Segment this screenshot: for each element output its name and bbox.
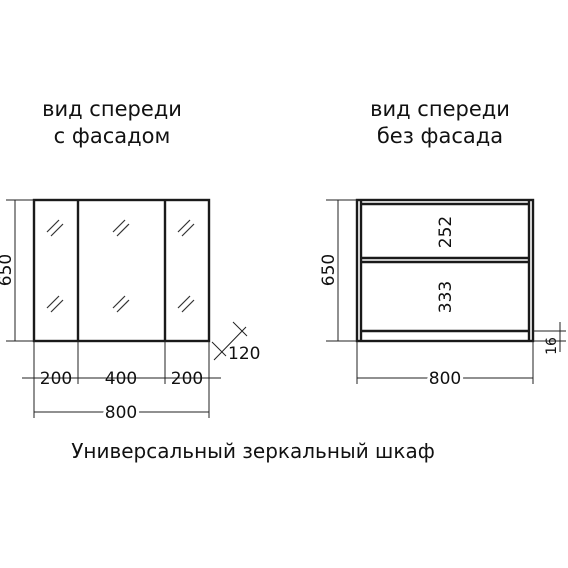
right-title-line1: вид спереди	[370, 97, 510, 121]
left-title-line1: вид спереди	[42, 97, 182, 121]
board-thickness-label: 16	[544, 337, 560, 355]
depth-dimension: 120	[211, 321, 260, 364]
depth-label: 120	[228, 344, 260, 364]
section-width-dimensions: 200 400 200	[22, 341, 221, 418]
right-total-width-dimension: 800	[356, 341, 534, 392]
cabinet-without-facade: 252 333	[355, 198, 535, 343]
right-total-width-label: 800	[429, 369, 461, 389]
right-title-line2: без фасада	[377, 124, 503, 148]
right-height-label: 650	[319, 254, 339, 286]
board-thickness-dimension: 16	[533, 322, 566, 355]
lower-shelf-label: 333	[436, 281, 456, 313]
right-section-label: 200	[171, 369, 203, 389]
left-height-dimension: 650	[0, 199, 34, 342]
left-total-width-dimension: 800	[34, 400, 209, 426]
left-total-width-label: 800	[105, 403, 137, 423]
left-height-label: 650	[0, 254, 16, 286]
cabinet-with-facade	[32, 198, 211, 343]
mirror-reflection-marks	[46, 219, 195, 313]
center-section-label: 400	[105, 369, 137, 389]
cabinet-outline	[32, 198, 211, 343]
product-caption: Универсальный зеркальный шкаф	[71, 439, 435, 463]
right-height-dimension: 650	[319, 199, 357, 342]
left-title-line2: с фасадом	[54, 124, 171, 148]
upper-shelf-label: 252	[436, 216, 456, 248]
left-section-label: 200	[40, 369, 72, 389]
carcass-outline	[355, 198, 535, 343]
